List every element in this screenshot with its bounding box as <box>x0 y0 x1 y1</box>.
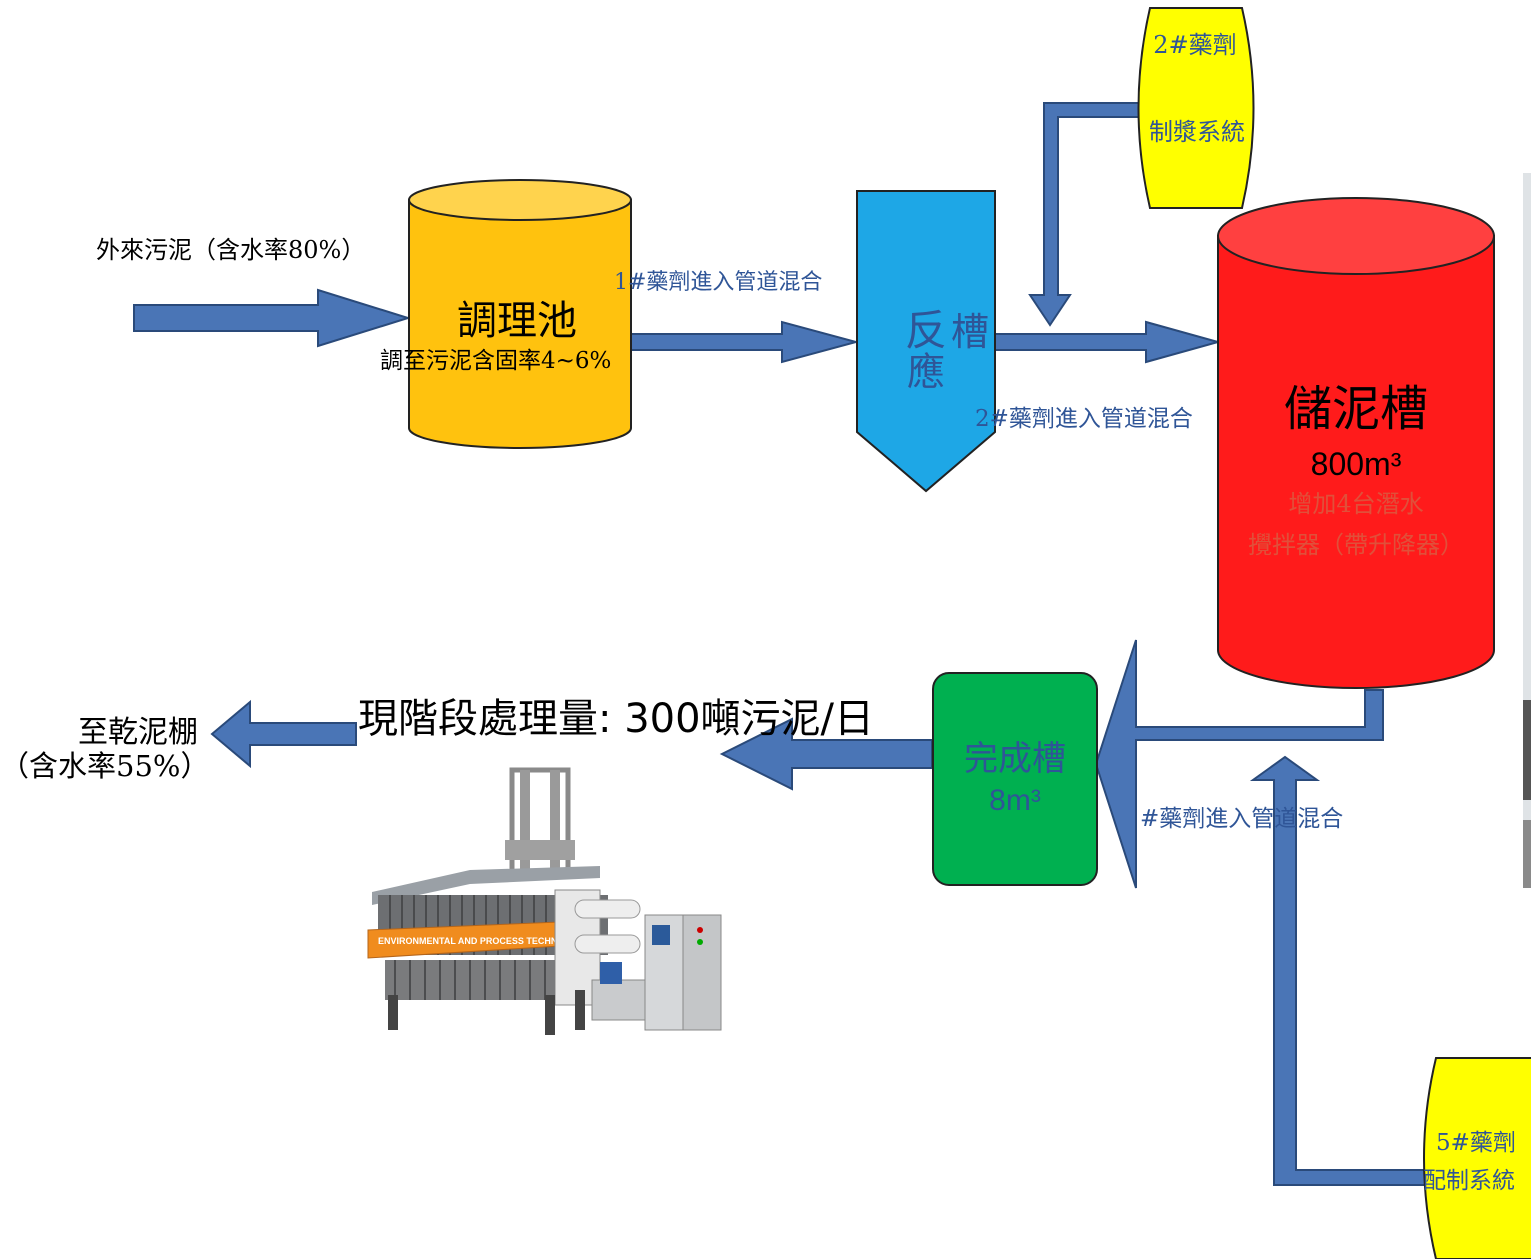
arrow-storage-to-finishing <box>1094 639 1384 889</box>
reaction-tank-char-3: 槽 <box>951 310 989 354</box>
chem-system-2-line2: 制漿系統 <box>1149 118 1245 146</box>
chem-system-2-line1: 2#藥劑 <box>1153 31 1236 59</box>
photo-edge <box>1523 173 1531 888</box>
storage-tank-capacity: 800m³ <box>1311 446 1402 482</box>
flow-arrows <box>133 102 1429 1186</box>
throughput-label: 現階段處理量: 300噸污泥/日 <box>358 696 874 742</box>
chem5-pipe-label: #藥劑進入管道混合 <box>1140 806 1343 832</box>
chem-system-5-line1: 5#藥劑 <box>1436 1130 1516 1156</box>
reaction-tank-char-1: 反 <box>905 306 947 355</box>
filter-press-machine: ENVIRONMENTAL AND PROCESS TECHNOLOGIES <box>367 767 722 1035</box>
conditioning-tank-note: 調至污泥含固率4~6% <box>380 348 611 374</box>
reaction-tank <box>856 190 996 493</box>
finishing-tank-capacity: 8m³ <box>989 784 1041 817</box>
arrow-chem2-feed <box>1028 102 1142 327</box>
chemical-system-2 <box>1137 7 1255 209</box>
dry-shed-label-line1: 至乾泥棚 <box>78 715 198 750</box>
arrow-input-to-conditioning <box>133 288 412 348</box>
dry-shed-label-line2: （含水率55%） <box>0 749 209 783</box>
chem-system-5-line2: 配制系統 <box>1423 1168 1515 1194</box>
storage-tank <box>1217 197 1495 689</box>
reaction-tank-char-2: 應 <box>907 350 945 394</box>
storage-tank-note-line2: 攪拌器（帶升降器） <box>1248 531 1464 559</box>
finishing-tank <box>932 672 1098 886</box>
conditioning-tank-title: 調理池 <box>457 298 577 344</box>
arrow-conditioning-to-reaction <box>629 320 860 364</box>
arrow-reaction-to-storage <box>994 320 1222 364</box>
chemical-system-5 <box>1423 1057 1531 1259</box>
external-sludge-label: 外來污泥（含水率80%） <box>96 236 365 264</box>
storage-tank-note-line1: 增加4台潛水 <box>1288 490 1423 518</box>
arrow-finishing-to-press <box>719 717 933 791</box>
chem2-pipe-label: 2#藥劑進入管道混合 <box>975 406 1193 432</box>
chem1-pipe-label: 1#藥劑進入管道混合 <box>614 270 822 295</box>
arrow-press-to-shed <box>210 699 357 769</box>
storage-tank-title: 儲泥槽 <box>1284 381 1428 437</box>
conditioning-tank <box>408 179 632 449</box>
filter-press-brand-label: ENVIRONMENTAL AND PROCESS TECHNOLOGIES <box>378 936 598 946</box>
arrow-chem5-feed <box>1249 755 1429 1186</box>
finishing-tank-title: 完成槽 <box>964 739 1066 779</box>
